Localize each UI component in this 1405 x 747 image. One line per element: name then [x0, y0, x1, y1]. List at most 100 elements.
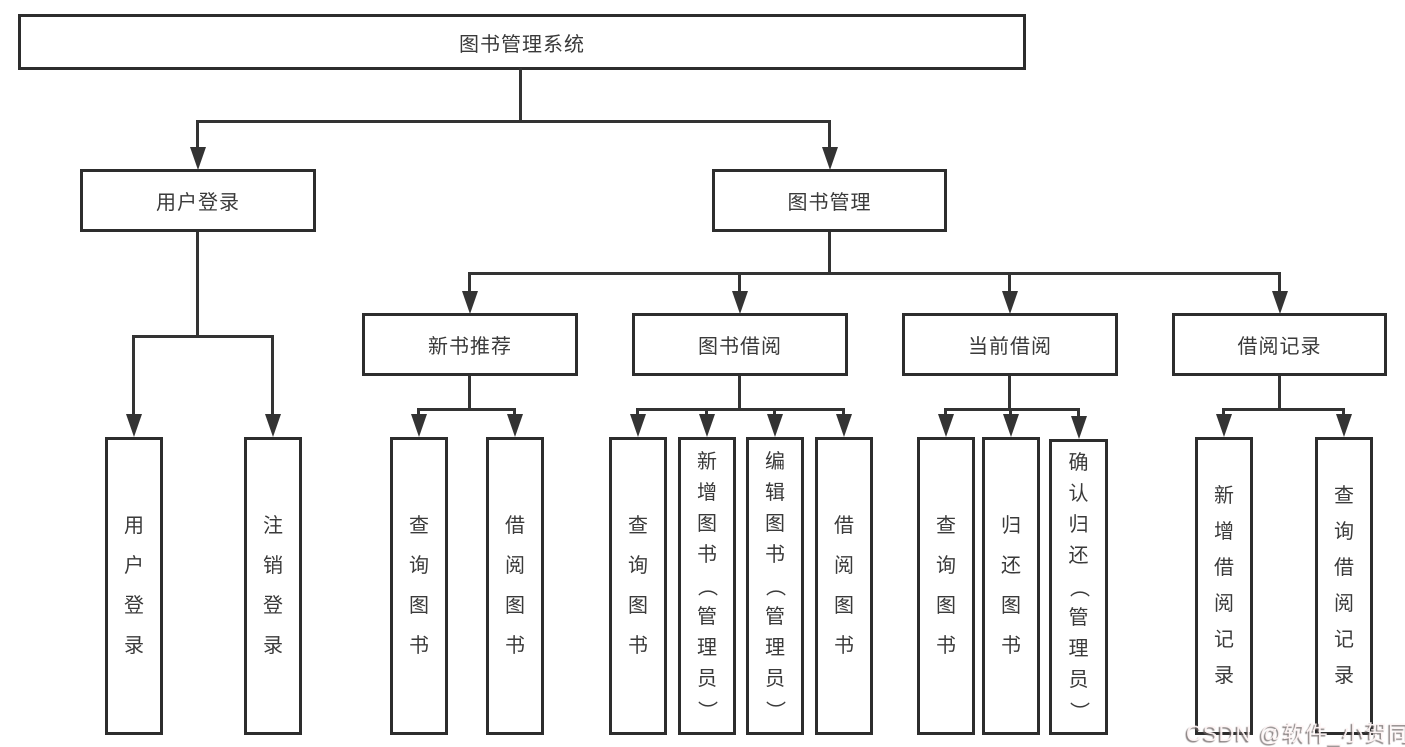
- vertical-char: 管: [697, 606, 717, 628]
- node-user-login-label: 用户登录: [156, 192, 240, 214]
- vertical-char: 书: [697, 544, 717, 566]
- vertical-char: 询: [409, 555, 429, 577]
- node-book-management-label: 图书管理: [787, 192, 872, 214]
- arrow-down-icon: [265, 414, 281, 437]
- node-book-borrow-label: 图书借阅: [698, 336, 782, 358]
- arrow-down-icon: [1071, 416, 1087, 439]
- leaf-add-book-admin: 新增图书（管理员）: [678, 437, 736, 735]
- leaf-query-books-recommend: 查询图书: [390, 437, 448, 735]
- vertical-char: 图: [1001, 595, 1021, 617]
- vertical-char: ）: [764, 700, 786, 720]
- vertical-char: 查: [628, 515, 648, 537]
- vertical-char: 书: [936, 635, 956, 657]
- vertical-char: 询: [936, 555, 956, 577]
- vertical-char: 增: [1214, 521, 1234, 543]
- leaf-query-borrow-record: 查询借阅记录: [1315, 437, 1373, 735]
- vertical-char: 借: [1214, 557, 1234, 579]
- leaf-user-login: 用户登录: [105, 437, 163, 735]
- vertical-char: 还: [1068, 545, 1089, 567]
- node-borrow-records-label: 借阅记录: [1237, 336, 1322, 358]
- vertical-char: 图: [409, 595, 429, 617]
- vertical-char: 还: [1001, 555, 1021, 577]
- arrow-down-icon: [1272, 291, 1288, 314]
- connector-line: [1008, 376, 1011, 408]
- vertical-char: 书: [765, 544, 785, 566]
- connector-line: [196, 232, 199, 335]
- node-user-login: 用户登录: [80, 169, 316, 232]
- vertical-char: 编: [765, 451, 785, 473]
- vertical-char: 借: [1334, 557, 1354, 579]
- vertical-char: 查: [409, 515, 429, 537]
- node-borrow-records: 借阅记录: [1172, 313, 1387, 376]
- node-book-borrow: 图书借阅: [632, 313, 848, 376]
- connector-line: [637, 408, 845, 411]
- vertical-char: 录: [1334, 665, 1354, 687]
- vertical-char: 书: [834, 635, 854, 657]
- arrow-down-icon: [836, 414, 852, 437]
- vertical-char: 图: [505, 595, 525, 617]
- connector-line: [133, 335, 273, 338]
- connector-line: [417, 408, 420, 416]
- connector-line: [1077, 408, 1080, 416]
- leaf-confirm-return-admin: 确认归还（管理员）: [1049, 439, 1108, 735]
- connector-line: [1008, 272, 1011, 292]
- connector-line: [1009, 408, 1012, 416]
- arrow-down-icon: [767, 414, 783, 437]
- vertical-char: 记: [1334, 629, 1354, 651]
- vertical-char: 查: [936, 515, 956, 537]
- vertical-char: 归: [1068, 514, 1089, 536]
- node-new-book-recommend: 新书推荐: [362, 313, 578, 376]
- connector-line: [828, 232, 831, 272]
- vertical-char: 增: [697, 482, 717, 504]
- connector-line: [1278, 272, 1281, 292]
- vertical-char: 归: [1001, 515, 1021, 537]
- vertical-char: 图: [936, 595, 956, 617]
- connector-line: [738, 272, 741, 292]
- connector-line: [842, 408, 845, 416]
- vertical-char: 注: [263, 515, 283, 537]
- connector-line: [945, 408, 1079, 411]
- vertical-char: 阅: [1214, 593, 1234, 615]
- arrow-down-icon: [1002, 291, 1018, 314]
- arrow-down-icon: [699, 414, 715, 437]
- vertical-char: 用: [124, 515, 144, 537]
- vertical-char: 询: [1334, 521, 1354, 543]
- arrow-down-icon: [822, 147, 838, 170]
- vertical-char: （: [696, 576, 718, 596]
- vertical-char: 借: [505, 515, 525, 537]
- vertical-char: 图: [628, 595, 648, 617]
- vertical-char: 图: [834, 595, 854, 617]
- connector-line: [1222, 408, 1225, 416]
- vertical-char: （: [1067, 577, 1090, 597]
- vertical-char: 认: [1068, 483, 1089, 505]
- vertical-char: 书: [505, 635, 525, 657]
- connector-line: [1342, 408, 1345, 416]
- vertical-char: 阅: [834, 555, 854, 577]
- vertical-char: ）: [696, 700, 718, 720]
- connector-line: [418, 408, 516, 411]
- node-current-borrow: 当前借阅: [902, 313, 1118, 376]
- vertical-char: 查: [1334, 485, 1354, 507]
- csdn-watermark: CSDN @软件_小贺同学: [1186, 721, 1405, 746]
- connector-line: [636, 408, 639, 416]
- leaf-borrow-books-recommend: 借阅图书: [486, 437, 544, 735]
- vertical-char: 确: [1068, 452, 1089, 474]
- vertical-char: 员: [697, 668, 717, 690]
- node-book-management: 图书管理: [712, 169, 947, 232]
- connector-line: [738, 376, 741, 408]
- vertical-char: 销: [263, 555, 283, 577]
- leaf-borrow-books: 借阅图书: [815, 437, 873, 735]
- connector-line: [513, 408, 516, 416]
- vertical-char: 理: [1068, 638, 1089, 660]
- vertical-char: 书: [628, 635, 648, 657]
- connector-line: [197, 120, 831, 123]
- arrow-down-icon: [462, 291, 478, 314]
- leaf-edit-book-admin: 编辑图书（管理员）: [746, 437, 804, 735]
- vertical-char: 登: [263, 595, 283, 617]
- arrow-down-icon: [1216, 414, 1232, 437]
- vertical-char: 新: [697, 451, 717, 473]
- vertical-char: 员: [765, 668, 785, 690]
- connector-line: [469, 272, 1280, 275]
- vertical-char: 录: [263, 635, 283, 657]
